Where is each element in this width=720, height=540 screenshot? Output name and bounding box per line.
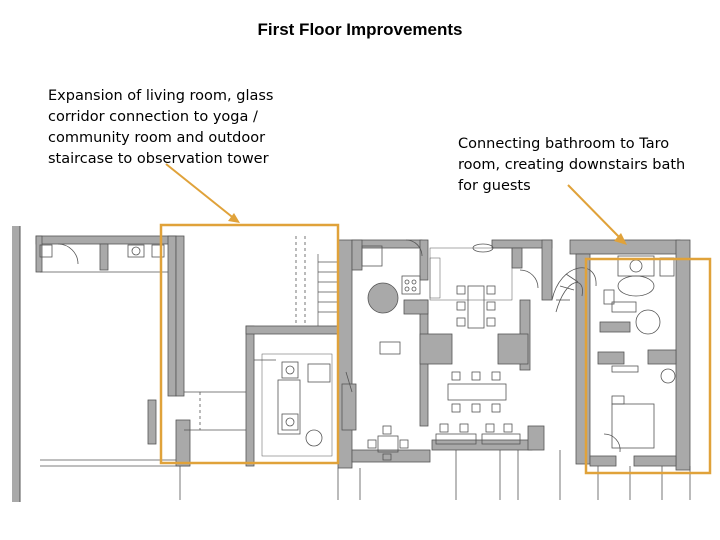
living-room-furniture [261,353,333,457]
arrowhead-bathroom [614,233,627,245]
corridor-lines [184,236,306,431]
dining-table-south [435,423,521,445]
taro-room-furniture [603,365,676,453]
bathroom-fixtures [603,255,675,335]
page-title: First Floor Improvements [257,20,463,39]
arrow-bathroom [567,184,623,241]
center-left-walls [147,235,357,469]
annotation-bathroom: Connecting bathroom to Taro room, creati… [458,136,686,194]
arrowhead-living-room [228,213,240,223]
wall-left-outer [12,226,20,502]
dining-table-north [456,285,496,329]
spiral-stair [551,267,597,313]
annotation-living-room: Expansion of living room, glass corridor… [48,88,274,167]
right-walls [569,239,691,471]
central-fixtures [361,239,539,314]
arrow-living-room [165,163,237,221]
dining-table-center [447,371,507,413]
ground-lines [179,450,691,500]
stair-tower [317,254,338,326]
small-table [345,341,409,461]
central-walls [351,239,553,463]
left-annex-fixtures [39,243,165,265]
highlight-bathroom [584,257,712,475]
left-annex [35,235,177,397]
highlight-living-room [159,223,340,465]
